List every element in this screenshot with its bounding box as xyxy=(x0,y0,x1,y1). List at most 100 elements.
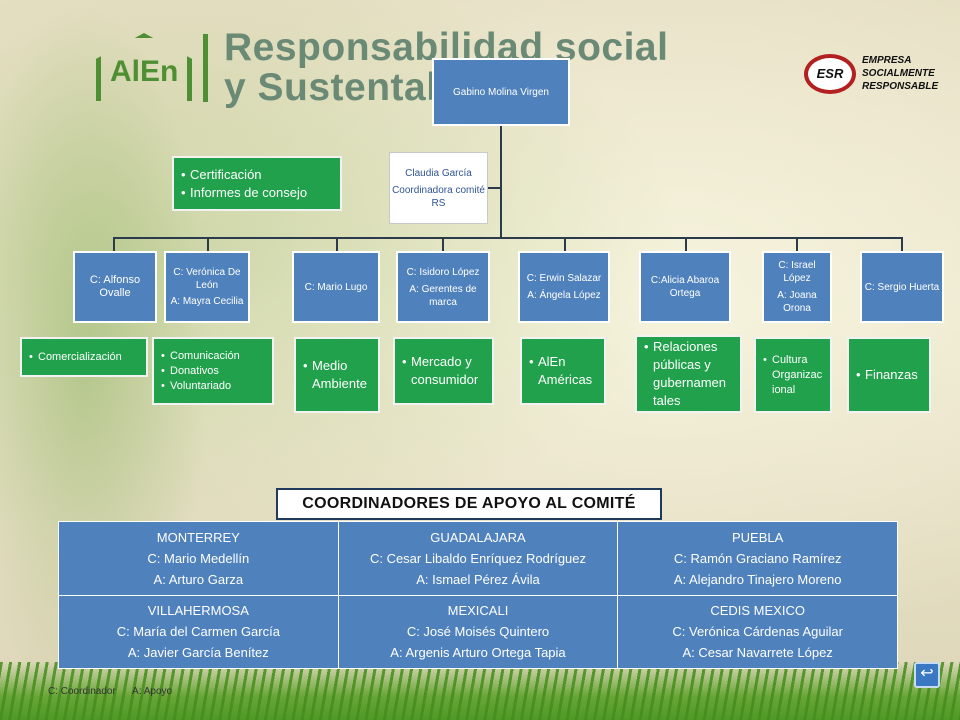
coordinadores-title: COORDINADORES DE APOYO AL COMITÉ xyxy=(276,488,662,520)
member-tasks: Mercado y consumidor xyxy=(393,337,494,405)
cell-city: MONTERREY xyxy=(156,529,240,545)
member-coord: C: Sergio Huerta xyxy=(864,281,940,293)
task-item: Donativos xyxy=(161,364,240,379)
cell-city: GUADALAJARA xyxy=(430,529,526,545)
connector-drop-2 xyxy=(207,237,209,253)
task-item: Finanzas xyxy=(856,366,918,384)
member-coord: C: Israel López xyxy=(778,260,816,284)
return-arrow-icon[interactable]: ↩ xyxy=(914,662,940,688)
cell-apoyo: A: Argenis Arturo Ortega Tapia xyxy=(390,645,566,661)
cell-city: CEDIS MEXICO xyxy=(710,603,805,619)
org-member-node: C: Sergio Huerta xyxy=(860,251,944,323)
grass-strip xyxy=(0,662,960,720)
member-tasks: Cultura Organizac ional xyxy=(754,337,832,413)
table-cell: GUADALAJARA C: Cesar Libaldo Enríquez Ro… xyxy=(337,521,619,596)
member-coord: C: Mario Lugo xyxy=(304,281,368,293)
esr-badge: ESR xyxy=(804,54,856,94)
cell-apoyo: A: Cesar Navarrete López xyxy=(682,645,833,661)
connector-drop-5 xyxy=(564,237,566,253)
org-member-node: C: Erwin Salazar A: Ángela López xyxy=(518,251,610,323)
header-title-line2: y Sustentab xyxy=(224,66,451,109)
org-advisor-node: Claudia García Coordinadora comité RS xyxy=(389,152,488,224)
member-coord: C: Alfonso Ovalle xyxy=(89,274,141,299)
cell-city: MEXICALI xyxy=(447,603,509,619)
esr-text-line1: EMPRESA xyxy=(862,55,912,66)
member-coord: C: Verónica De León xyxy=(173,267,241,291)
cell-apoyo: A: Arturo Garza xyxy=(153,571,244,587)
cell-apoyo: A: Alejandro Tinajero Moreno xyxy=(673,571,842,587)
member-apoyo: A: Joana Orona xyxy=(777,290,817,314)
connector-drop-6 xyxy=(685,237,687,253)
connector-advisor xyxy=(487,187,501,189)
connector-drop-4 xyxy=(442,237,444,253)
cell-city: PUEBLA xyxy=(732,529,784,545)
esr-text-line2: SOCIALMENTE xyxy=(862,68,935,79)
task-item: Cultura Organizac ional xyxy=(763,353,824,398)
table-cell: MONTERREY C: Mario Medellín A: Arturo Ga… xyxy=(58,521,339,596)
legend-coordinador: C: Coordinador xyxy=(48,686,116,697)
advisor-name: Claudia García xyxy=(405,167,472,179)
cell-coord: C: José Moisés Quintero xyxy=(406,624,550,640)
connector-drop-8 xyxy=(901,237,903,253)
table-row: MONTERREY C: Mario Medellín A: Arturo Ga… xyxy=(58,521,898,596)
esr-text: EMPRESA SOCIALMENTE RESPONSABLE xyxy=(862,54,938,93)
member-apoyo: A: Ángela López xyxy=(527,290,601,301)
connector-horizontal xyxy=(113,237,903,239)
member-tasks: Comercialización xyxy=(20,337,148,377)
legend-apoyo: A: Apoyo xyxy=(132,686,173,697)
esr-text-line3: RESPONSABLE xyxy=(862,81,939,92)
org-top-node: Gabino Molina Virgen xyxy=(432,58,570,126)
table-row: VILLAHERMOSA C: María del Carmen García … xyxy=(58,594,898,669)
header-divider xyxy=(203,34,208,102)
member-coord: C: Erwin Salazar xyxy=(526,273,602,284)
advisor-task: Informes de consejo xyxy=(181,184,307,202)
house-logo-icon xyxy=(96,33,192,101)
connector-vertical-main xyxy=(500,124,502,238)
cell-coord: C: Verónica Cárdenas Aguilar xyxy=(672,624,843,640)
cell-apoyo: A: Ismael Pérez Ávila xyxy=(416,571,540,587)
cell-apoyo: A: Javier García Benítez xyxy=(127,645,269,661)
advisor-tasks: Certificación Informes de consejo xyxy=(172,156,342,211)
member-apoyo: A: Mayra Cecilia xyxy=(170,296,244,307)
org-member-node: C: Israel López A: Joana Orona xyxy=(762,251,832,323)
org-member-node: C:Alicia Abaroa Ortega xyxy=(639,251,731,323)
legend: C: Coordinador A: Apoyo xyxy=(48,686,186,697)
cell-city: VILLAHERMOSA xyxy=(147,603,249,619)
cell-coord: C: María del Carmen García xyxy=(116,624,280,640)
table-cell: VILLAHERMOSA C: María del Carmen García … xyxy=(58,594,339,669)
connector-drop-7 xyxy=(796,237,798,253)
cell-coord: C: Ramón Graciano Ramírez xyxy=(673,550,842,566)
alen-logo: AlEn xyxy=(96,33,192,101)
org-member-node: C: Verónica De León A: Mayra Cecilia xyxy=(164,251,250,323)
logo-text: AlEn xyxy=(110,55,179,88)
member-tasks: Finanzas xyxy=(847,337,931,413)
member-tasks: Relaciones públicas y gubernamen tales xyxy=(635,335,742,413)
member-coord: C: Isidoro López xyxy=(406,266,480,278)
member-tasks: AlEn Américas xyxy=(520,337,606,405)
member-coord: C:Alicia Abaroa Ortega xyxy=(650,275,720,299)
task-item: Comercialización xyxy=(29,350,122,364)
member-tasks: Medio Ambiente xyxy=(294,337,380,413)
member-apoyo: A: Gerentes de marca xyxy=(409,283,477,308)
task-item: Relaciones públicas y gubernamen tales xyxy=(644,338,734,410)
connector-drop-1 xyxy=(113,237,115,253)
esr-logo: ESR EMPRESA SOCIALMENTE RESPONSABLE xyxy=(800,52,950,98)
table-cell: CEDIS MEXICO C: Verónica Cárdenas Aguila… xyxy=(617,594,898,669)
org-top-name: Gabino Molina Virgen xyxy=(453,86,549,98)
advisor-role: Coordinadora comité RS xyxy=(392,184,485,209)
task-item: AlEn Américas xyxy=(529,353,598,389)
cell-coord: C: Cesar Libaldo Enríquez Rodríguez xyxy=(369,550,587,566)
advisor-task: Certificación xyxy=(181,166,307,184)
connector-drop-3 xyxy=(336,237,338,253)
task-item: Voluntariado xyxy=(161,379,240,394)
table-cell: MEXICALI C: José Moisés Quintero A: Arge… xyxy=(337,594,619,669)
cell-coord: C: Mario Medellín xyxy=(147,550,250,566)
task-item: Comunicación xyxy=(161,349,240,364)
task-item: Mercado y consumidor xyxy=(402,353,486,389)
member-tasks: Comunicación Donativos Voluntariado xyxy=(152,337,274,405)
org-member-node: C: Isidoro López A: Gerentes de marca xyxy=(396,251,490,323)
org-member-node: C: Mario Lugo xyxy=(292,251,380,323)
org-member-node: C: Alfonso Ovalle xyxy=(73,251,157,323)
task-item: Medio Ambiente xyxy=(303,357,372,393)
table-cell: PUEBLA C: Ramón Graciano Ramírez A: Alej… xyxy=(617,521,898,596)
